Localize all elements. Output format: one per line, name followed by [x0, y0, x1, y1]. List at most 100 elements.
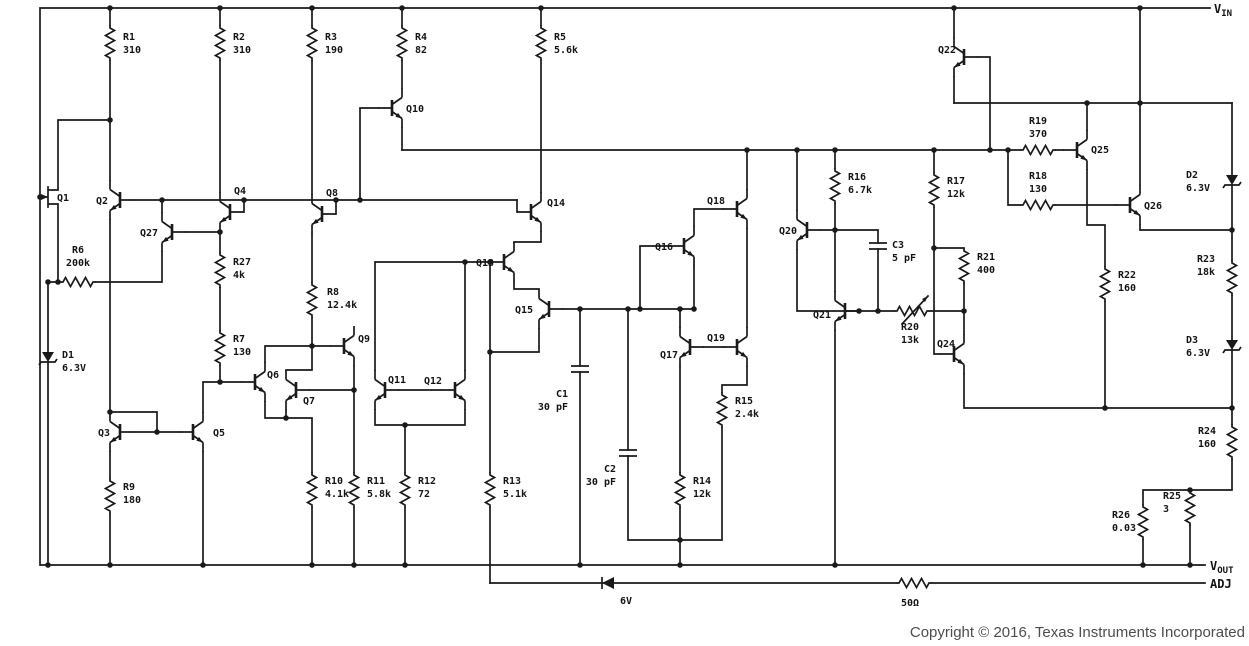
r17-ref: R17 [947, 176, 965, 187]
d1-value: 6.3V [62, 363, 86, 374]
q8-transistor: Q8 [310, 188, 338, 236]
r10-ref: R10 [325, 476, 343, 487]
vout-terminal-label: VOUT [1210, 559, 1234, 576]
r18-value: 130 [1029, 184, 1047, 195]
d1-zener-diode: D1 6.3V [38, 350, 86, 374]
q10-label: Q10 [406, 104, 424, 115]
r10-value: 4.1k [325, 489, 349, 500]
c1-capacitor: C1 30 pF [538, 365, 589, 413]
r4-ref: R4 [415, 32, 427, 43]
r14-ref: R14 [693, 476, 711, 487]
q26-transistor: Q26 [1114, 183, 1162, 227]
d3-zener-diode: D36.3V [1186, 335, 1242, 359]
r10-resistor: R10 4.1k [306, 471, 349, 509]
c1-ref: C1 [556, 389, 568, 400]
q16-transistor: Q16 [655, 224, 696, 268]
diodes: D1 6.3V D2 6.3V D36.3V 6V [38, 170, 1242, 607]
wire-center-section [489, 7, 748, 584]
output-diode-value: 6V [620, 596, 632, 607]
q25-label: Q25 [1091, 145, 1109, 156]
r25-value: 3 [1163, 504, 1169, 515]
vin-terminal-label: VIN [1214, 2, 1232, 19]
q1-label: Q1 [57, 193, 69, 204]
q22-label: Q22 [938, 45, 956, 56]
q7-label: Q7 [303, 396, 315, 407]
r7-ref: R7 [233, 334, 245, 345]
d2-ref: D2 [1186, 170, 1198, 181]
q6-label: Q6 [267, 370, 279, 381]
q7-transistor: Q7 [284, 368, 315, 412]
q5-transistor: Q5 [177, 410, 225, 454]
r16-ref: R16 [848, 172, 866, 183]
r5-ref: R5 [554, 32, 566, 43]
q18-label: Q18 [707, 196, 725, 207]
transistors: Q1 Q2 Q27 Q3 Q5 Q4 Q8 Q10 Q6 Q7 Q9 Q11 Q… [41, 35, 1162, 454]
r26-value: 0.03 [1112, 523, 1136, 534]
d2-value: 6.3V [1186, 183, 1210, 194]
d3-ref: D3 [1186, 335, 1198, 346]
r14-value: 12k [693, 489, 711, 500]
r9-value: 180 [123, 495, 141, 506]
r5-resistor: R55.6k [535, 24, 578, 62]
r20-ref: R20 [901, 322, 919, 333]
q22-transistor: Q22 [938, 35, 980, 79]
r11-ref: R11 [367, 476, 385, 487]
q2-transistor: Q2 [96, 178, 136, 222]
q1-transistor: Q1 [41, 193, 69, 204]
r9-ref: R9 [123, 482, 135, 493]
c1-value: 30 pF [538, 402, 568, 413]
junction-dots [37, 5, 1235, 568]
q11-label: Q11 [388, 375, 406, 386]
d1-ref: D1 [62, 350, 74, 361]
q19-label: Q19 [707, 333, 725, 344]
q14-label: Q14 [547, 198, 565, 209]
q9-transistor: Q9 [328, 324, 370, 368]
q5-label: Q5 [213, 428, 225, 439]
q6-transistor: Q6 [239, 360, 279, 404]
q15-label: Q15 [515, 305, 533, 316]
r15-ref: R15 [735, 396, 753, 407]
r3-value: 190 [325, 45, 343, 56]
r17-value: 12k [947, 189, 965, 200]
r21-value: 400 [977, 265, 995, 276]
r6-value: 200k [66, 258, 90, 269]
r2-ref: R2 [233, 32, 245, 43]
output-diode: 6V [601, 577, 632, 607]
r11-value: 5.8k [367, 489, 391, 500]
q24-label: Q24 [937, 339, 955, 350]
r25-ref: R25 [1163, 491, 1181, 502]
r13-ref: R13 [503, 476, 521, 487]
r24-value: 160 [1198, 439, 1216, 450]
r13-value: 5.1k [503, 489, 527, 500]
r15-value: 2.4k [735, 409, 759, 420]
adj-resistor-value: 50Ω [901, 598, 919, 609]
c3-ref: C3 [892, 240, 904, 251]
r4-value: 82 [415, 45, 427, 56]
d2-zener-diode: D2 6.3V [1186, 170, 1242, 194]
q18-transistor: Q18 [707, 187, 749, 231]
r8-ref: R8 [327, 287, 339, 298]
q3-transistor: Q3 [98, 410, 136, 454]
q11-transistor: Q11 [373, 368, 406, 412]
q4-transistor: Q4 [218, 186, 246, 234]
r23-ref: R23 [1197, 254, 1215, 265]
terminals: VIN VOUT ADJ [1210, 2, 1234, 591]
r22-ref: R22 [1118, 270, 1136, 281]
r2-value: 310 [233, 45, 251, 56]
adj-terminal-label: ADJ [1210, 577, 1232, 591]
wire-rails [39, 7, 1233, 584]
